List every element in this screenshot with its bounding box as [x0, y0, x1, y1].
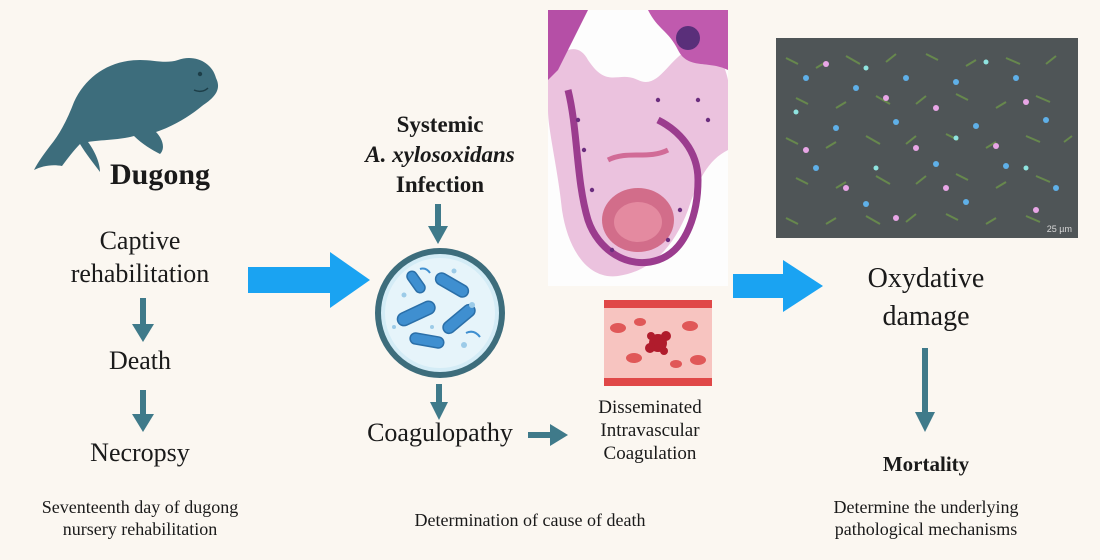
scale-bar-label: 25 µm	[1046, 224, 1072, 234]
dic-label: Disseminated Intravascular Coagulation	[570, 396, 730, 465]
right-caption-line2: pathological mechanisms	[834, 519, 1018, 539]
arrow-down-1	[132, 298, 154, 342]
arrow-down-5	[915, 348, 935, 432]
blue-arrow-right-2	[733, 260, 823, 312]
mortality-label: Mortality	[882, 452, 970, 476]
arrow-right-small	[528, 424, 568, 446]
oxydative-damage-label: Oxydative damage	[826, 260, 1026, 336]
infection-line3: Infection	[395, 172, 485, 197]
dugong-label: Dugong	[109, 158, 211, 191]
damage-line1: Oxydative	[867, 263, 985, 294]
captive-rehabilitation-label: Captive rehabilitation	[40, 224, 240, 290]
necropsy-label: Necropsy	[90, 438, 190, 467]
dic-line1: Disseminated	[598, 397, 702, 418]
death-label: Death	[108, 346, 172, 375]
middle-caption: Determination of cause of death	[414, 510, 646, 530]
pathogen-name: A. xylosoxidans	[365, 142, 515, 167]
arrow-down-2	[132, 390, 154, 432]
damage-line2: damage	[882, 301, 970, 332]
dugong-icon	[28, 40, 238, 180]
rehabilitation-line: rehabilitation	[70, 259, 210, 288]
left-caption: Seventeenth day of dugong nursery rehabi…	[20, 496, 260, 540]
dic-line3: Coagulation	[603, 443, 697, 464]
infection-label: Systemic A. xylosoxidans Infection	[330, 110, 550, 200]
blue-arrow-right-1	[248, 252, 370, 308]
arrow-down-3	[428, 204, 448, 244]
histology-image	[548, 10, 728, 286]
captive-line: Captive	[99, 226, 181, 255]
fluorescence-image: 25 µm	[776, 38, 1078, 238]
left-caption-line2: nursery rehabilitation	[62, 519, 218, 539]
right-caption-line1: Determine the underlying	[833, 497, 1019, 517]
right-caption: Determine the underlying pathological me…	[796, 496, 1056, 540]
coagulopathy-label: Coagulopathy	[367, 418, 513, 447]
blood-vessel-icon	[604, 300, 712, 386]
arrow-down-4	[430, 384, 448, 420]
dic-line2: Intravascular	[600, 420, 700, 441]
left-caption-line1: Seventeenth day of dugong	[41, 497, 239, 517]
bacteria-icon	[374, 247, 506, 379]
infection-line1: Systemic	[396, 112, 484, 137]
